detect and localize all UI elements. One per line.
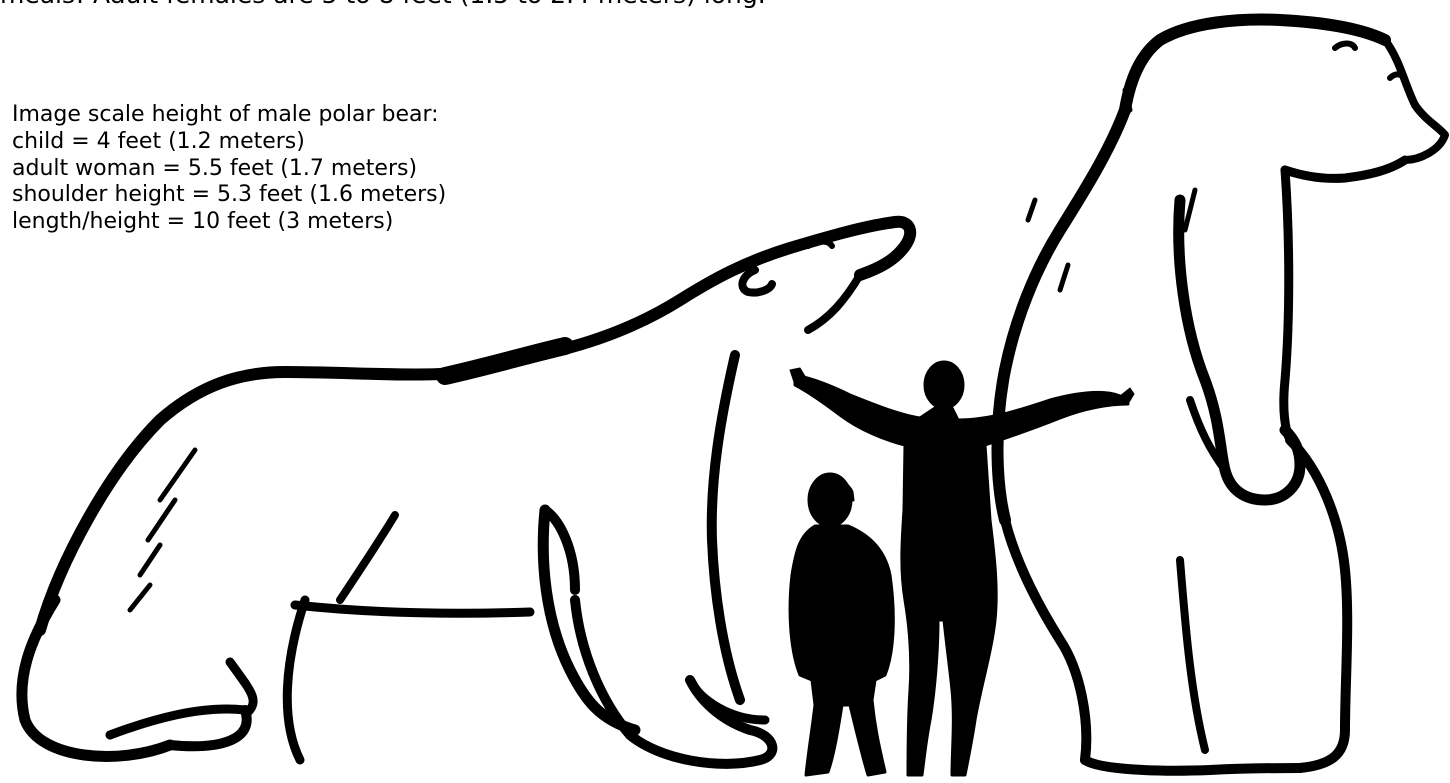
walking-polar-bear <box>22 222 910 764</box>
child-silhouette <box>790 473 893 775</box>
